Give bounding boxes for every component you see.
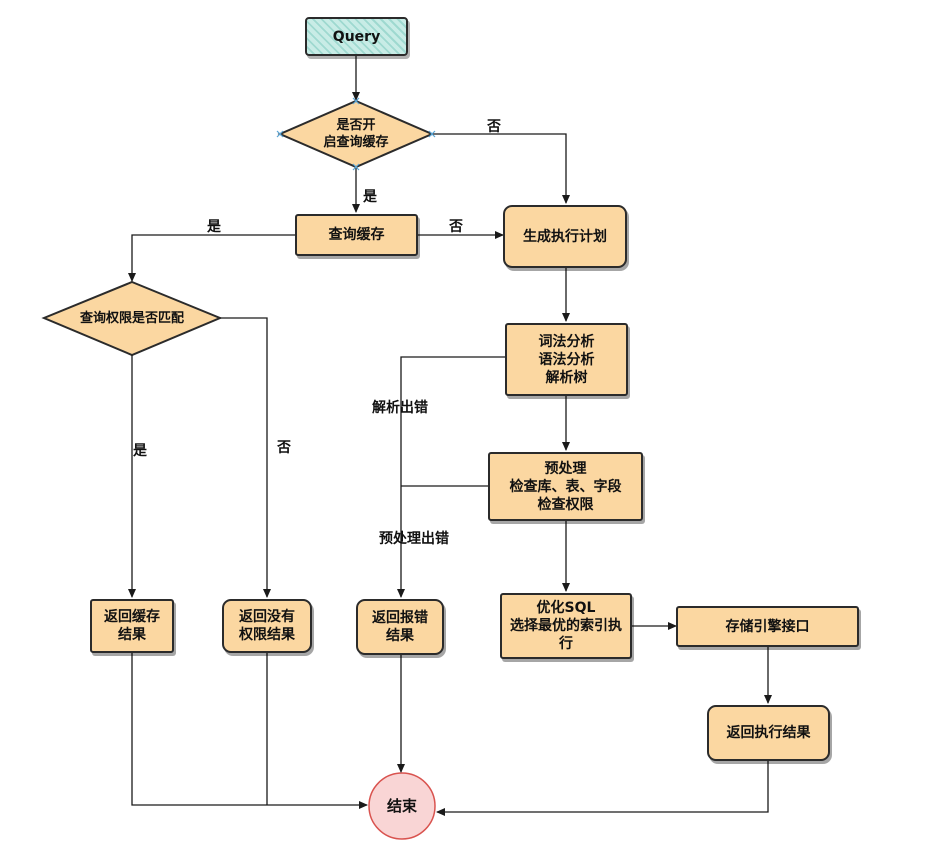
end-circle — [368, 772, 436, 840]
label-yes-cache-hit: 是 — [207, 219, 221, 235]
gen-plan-label: 生成执行计划 — [523, 228, 607, 245]
edge-return-cache-to-end — [131, 653, 368, 809]
query-cache-node: 查询缓存 — [295, 214, 418, 256]
storage-node: 存储引擎接口 — [676, 606, 859, 647]
query-start-node: Query — [305, 17, 408, 56]
query-label: Query — [332, 28, 381, 45]
label-no-cache-enabled: 否 — [487, 119, 501, 135]
cache-enabled-text: 是否开 启查询缓存 — [323, 118, 389, 150]
label-yes-cache-enabled: 是 — [363, 189, 377, 205]
label-yes-perm: 是 — [133, 443, 147, 459]
label-no-perm: 否 — [277, 440, 291, 456]
perm-match-text: 查询权限是否匹配 — [79, 310, 184, 326]
query-cache-label: 查询缓存 — [328, 227, 385, 243]
edge-cache-to-perm — [128, 234, 295, 282]
end-label: 结束 — [386, 797, 417, 815]
edge-parse-error — [397, 356, 505, 598]
storage-label: 存储引擎接口 — [725, 618, 810, 635]
parse-node: 词法分析 语法分析 解析树 — [505, 323, 628, 396]
return-cache-node: 返回缓存 结果 — [90, 599, 174, 653]
gen-plan-node: 生成执行计划 — [503, 205, 627, 268]
optimize-node: 优化SQL 选择最优的索引执 行 — [500, 593, 632, 659]
label-parse-error: 解析出错 — [372, 400, 428, 416]
label-preprocess-error: 预处理出错 — [379, 531, 449, 547]
preprocess-node: 预处理 检查库、表、字段 检查权限 — [488, 452, 643, 521]
return-exec-label: 返回执行结果 — [726, 725, 811, 741]
edge-return-exec-to-end — [436, 761, 769, 816]
return-exec-node: 返回执行结果 — [707, 705, 830, 761]
return-no-perm-node: 返回没有 权限结果 — [222, 599, 312, 653]
edge-perm-to-no-perm — [220, 317, 271, 598]
edge-decision-to-plan — [432, 133, 570, 204]
label-no-cache-hit: 否 — [449, 219, 463, 235]
return-error-node: 返回报错 结果 — [356, 599, 444, 655]
